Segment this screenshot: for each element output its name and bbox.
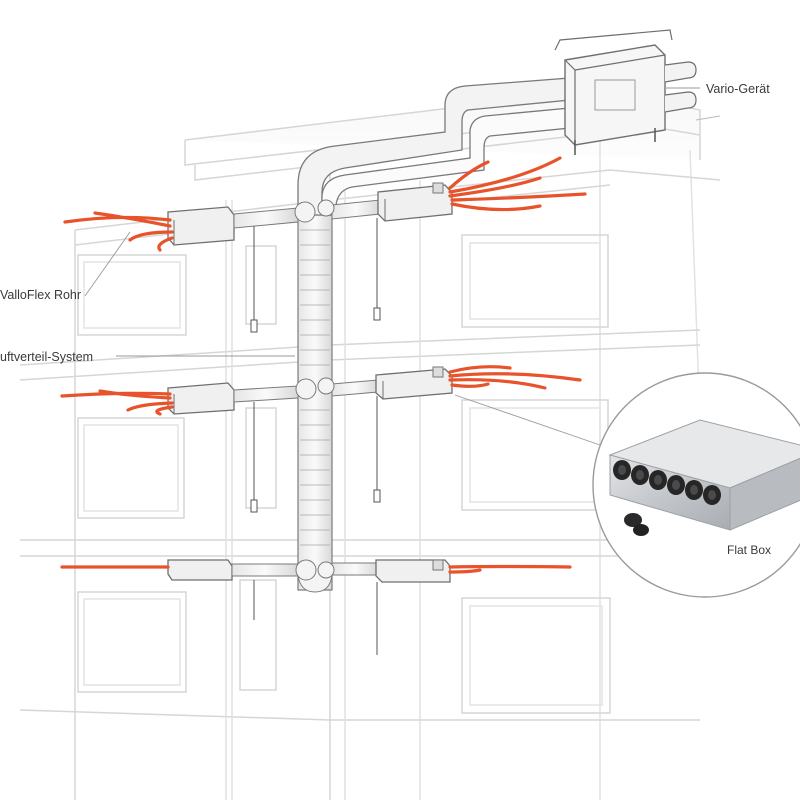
- vario-geraet-unit: [554, 29, 721, 155]
- floor-1-distribution: [167, 182, 453, 333]
- luftverteil-system-label: uftverteil-System: [0, 350, 94, 364]
- floor-3-distribution: [167, 559, 451, 655]
- floor-2-distribution: [167, 366, 453, 513]
- flat-box-label: Flat Box: [727, 543, 772, 557]
- valloflex-pipes: [60, 156, 587, 574]
- flat-box-distributor-icon: [608, 419, 800, 536]
- valloflex-rohr-label: ValloFlex Rohr: [0, 288, 82, 302]
- flat-box-callout: [592, 372, 800, 598]
- leader-lines: [84, 87, 700, 446]
- vertical-riser-duct: [297, 214, 333, 593]
- vario-geraet-label: Vario-Gerät: [706, 82, 770, 96]
